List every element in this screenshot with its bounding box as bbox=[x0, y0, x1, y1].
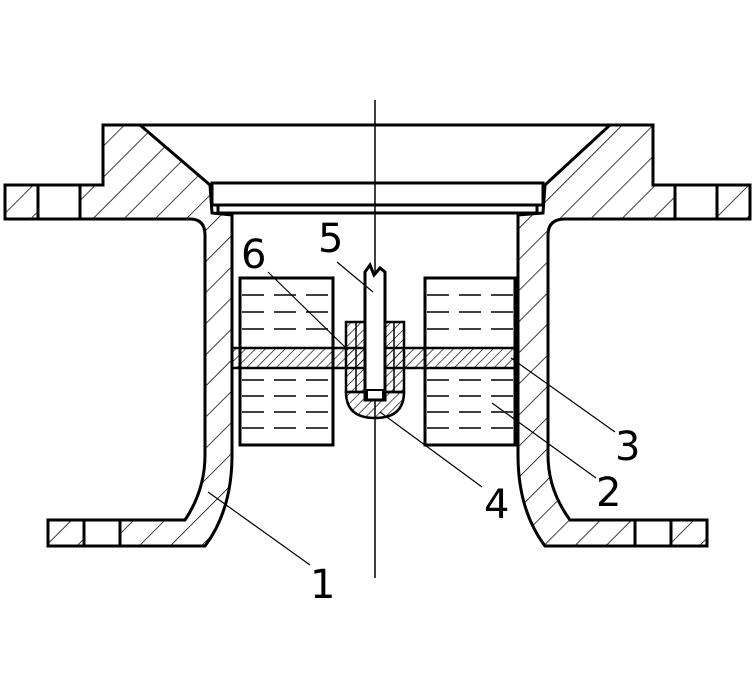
leader-5 bbox=[336, 261, 374, 293]
label-5: 5 bbox=[318, 216, 343, 262]
label-1: 1 bbox=[310, 562, 335, 608]
valve-body bbox=[3, 123, 752, 548]
label-6: 6 bbox=[241, 232, 266, 278]
leader-6 bbox=[267, 271, 349, 351]
leader-2 bbox=[491, 402, 597, 479]
label-3: 3 bbox=[615, 424, 640, 470]
shaft bbox=[363, 261, 387, 402]
label-4: 4 bbox=[484, 482, 509, 528]
end-cap bbox=[344, 390, 406, 420]
leader-3 bbox=[510, 357, 616, 433]
leader-1 bbox=[207, 491, 311, 566]
leader-4 bbox=[379, 411, 483, 488]
label-2: 2 bbox=[596, 470, 621, 516]
